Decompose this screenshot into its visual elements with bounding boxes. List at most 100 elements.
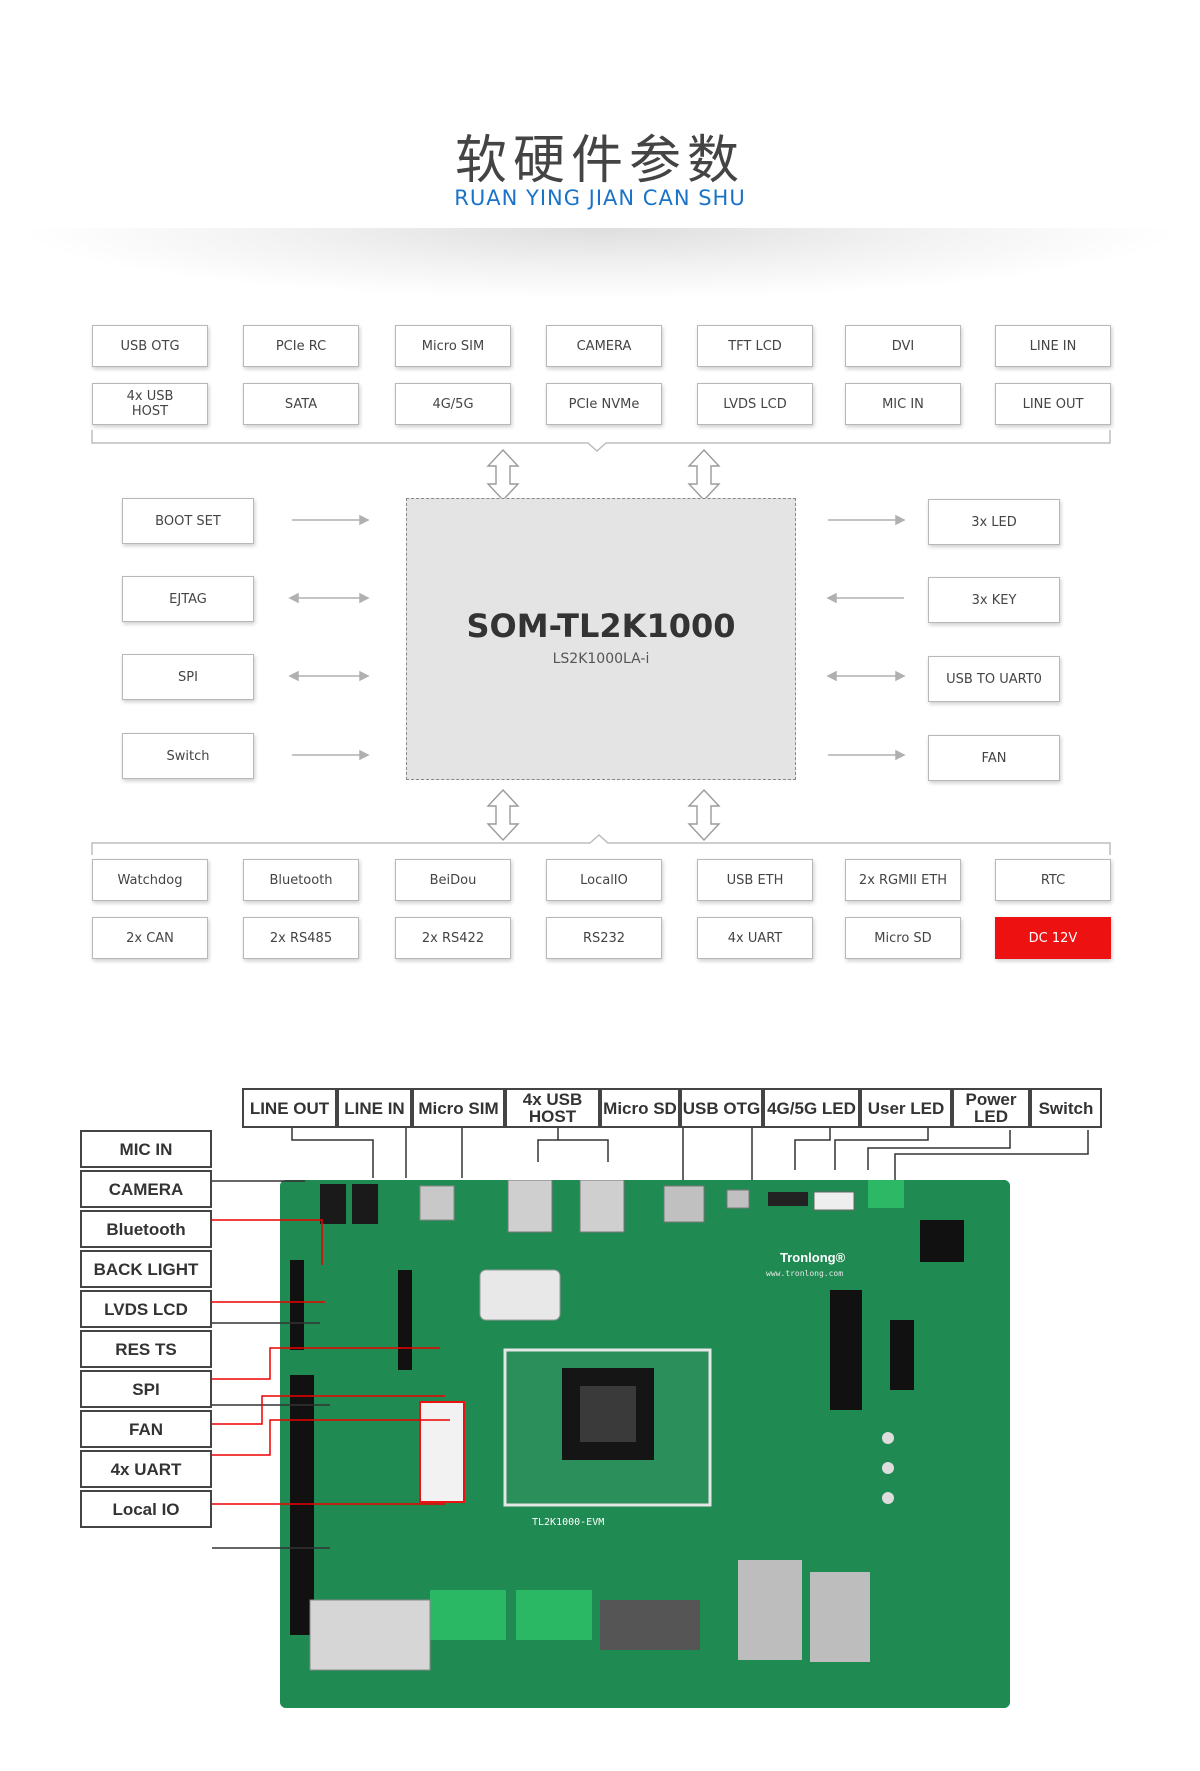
dvi-port	[309, 1599, 431, 1671]
feature-bluetooth: Bluetooth	[243, 859, 359, 901]
usb-port	[507, 1180, 553, 1233]
feature-sata: SATA	[243, 383, 359, 425]
feature-3x-key: 3x KEY	[928, 577, 1060, 623]
feature-4x-uart: 4x UART	[697, 917, 813, 959]
label-user-led: User LED	[860, 1088, 952, 1128]
pcie-slot	[830, 1290, 862, 1410]
label-mic-in: MIC IN	[80, 1130, 212, 1168]
terminal-block	[430, 1590, 506, 1640]
diagram-connectors	[91, 430, 1111, 855]
label-line-in: LINE IN	[337, 1088, 412, 1128]
label-power-led: Power LED	[952, 1088, 1030, 1128]
label-4x-uart: 4x UART	[80, 1450, 212, 1488]
feature-usb-otg: USB OTG	[92, 325, 208, 367]
feature-pcie-nvme: PCIe NVMe	[546, 383, 662, 425]
board-section: Tronlong® www.tronlong.com TL2K1000-EVM	[0, 1080, 1200, 1720]
feature-beidou: BeiDou	[395, 859, 511, 901]
label-fan: FAN	[80, 1410, 212, 1448]
feature-rs422: 2x RS422	[395, 917, 511, 959]
page-subtitle: RUAN YING JIAN CAN SHU	[454, 186, 746, 210]
sim-slot	[419, 1185, 455, 1221]
header-shadow	[30, 228, 1170, 298]
key-button	[882, 1432, 894, 1444]
feature-spi: SPI	[122, 654, 254, 700]
feature-localio: LocalIO	[546, 859, 662, 901]
label-bluetooth: Bluetooth	[80, 1210, 212, 1248]
callout-lines	[212, 1125, 1089, 1549]
label-res-ts: RES TS	[80, 1330, 212, 1368]
label-switch: Switch	[1030, 1088, 1102, 1128]
label-spi: SPI	[80, 1370, 212, 1408]
ethernet-port	[738, 1560, 802, 1660]
feature-tft-lcd: TFT LCD	[697, 325, 813, 367]
feature-usb-eth: USB ETH	[697, 859, 813, 901]
usb-port	[579, 1180, 625, 1233]
key-button	[882, 1492, 894, 1504]
switch	[813, 1191, 855, 1211]
feature-can: 2x CAN	[92, 917, 208, 959]
power-terminal	[868, 1180, 904, 1208]
feature-fan: FAN	[928, 735, 1060, 781]
label-usb-otg: USB OTG	[680, 1088, 763, 1128]
feature-4g5g: 4G/5G	[395, 383, 511, 425]
feature-switch: Switch	[122, 733, 254, 779]
feature-micro-sd: Micro SD	[845, 917, 961, 959]
page-title: 软硬件参数	[454, 131, 745, 191]
feature-usb-to-uart0: USB TO UART0	[928, 656, 1060, 702]
usb-otg-port	[726, 1189, 750, 1209]
label-line-out: LINE OUT	[242, 1088, 337, 1128]
audio-jack	[320, 1184, 346, 1224]
feature-rs485: 2x RS485	[243, 917, 359, 959]
ethernet-port	[810, 1572, 870, 1662]
terminal-block	[516, 1590, 592, 1640]
feature-rgmii-eth: 2x RGMII ETH	[845, 859, 961, 901]
ejtag-header	[890, 1320, 914, 1390]
feature-line-in: LINE IN	[995, 325, 1111, 367]
brand-text: Tronlong®	[780, 1250, 846, 1265]
pcb-board: Tronlong® www.tronlong.com TL2K1000-EVM	[280, 1180, 1010, 1708]
bottom-bracket	[91, 833, 1111, 855]
feature-3x-led: 3x LED	[928, 499, 1060, 545]
feature-mic-in: MIC IN	[845, 383, 961, 425]
double-arrow-icon	[687, 448, 721, 502]
label-back-light: BACK LIGHT	[80, 1250, 212, 1288]
feature-micro-sim: Micro SIM	[395, 325, 511, 367]
feature-ejtag: EJTAG	[122, 576, 254, 622]
audio-jack	[352, 1184, 378, 1224]
label-micro-sd: Micro SD	[600, 1088, 680, 1128]
sd-slot	[663, 1185, 705, 1223]
model-text: TL2K1000-EVM	[532, 1517, 604, 1528]
label-local-io: Local IO	[80, 1490, 212, 1528]
feature-watchdog: Watchdog	[92, 859, 208, 901]
label-usb-host: 4x USB HOST	[505, 1088, 600, 1128]
label-micro-sim: Micro SIM	[412, 1088, 505, 1128]
som-module: SOM-TL2K1000 LS2K1000LA-i	[406, 498, 796, 780]
label-camera: CAMERA	[80, 1170, 212, 1208]
feature-dvi: DVI	[845, 325, 961, 367]
feature-line-out: LINE OUT	[995, 383, 1111, 425]
rtc-battery	[479, 1269, 561, 1321]
double-arrow-icon	[687, 788, 721, 842]
led-header	[768, 1192, 808, 1206]
double-arrow-icon	[486, 448, 520, 502]
feature-lvds-lcd: LVDS LCD	[697, 383, 813, 425]
header-pins	[290, 1375, 314, 1635]
header: 软硬件参数 RUAN YING JIAN CAN SHU	[0, 0, 1200, 300]
feature-camera: CAMERA	[546, 325, 662, 367]
rs232-port	[600, 1600, 700, 1650]
top-bracket	[91, 430, 1111, 453]
header-pins	[290, 1260, 304, 1350]
feature-rtc: RTC	[995, 859, 1111, 901]
som-title: SOM-TL2K1000	[466, 607, 736, 645]
uart-headers	[419, 1401, 465, 1503]
double-arrow-icon	[486, 788, 520, 842]
feature-boot-set: BOOT SET	[122, 498, 254, 544]
website-text: www.tronlong.com	[766, 1269, 843, 1278]
dc-jack	[920, 1220, 964, 1262]
feature-usb-host: 4x USB HOST	[92, 383, 208, 425]
feature-dc-12v: DC 12V	[995, 917, 1111, 959]
feature-pcie-rc: PCIe RC	[243, 325, 359, 367]
header-pins	[398, 1270, 412, 1370]
som-subtitle: LS2K1000LA-i	[552, 651, 650, 667]
label-4g5g-led: 4G/5G LED	[763, 1088, 860, 1128]
